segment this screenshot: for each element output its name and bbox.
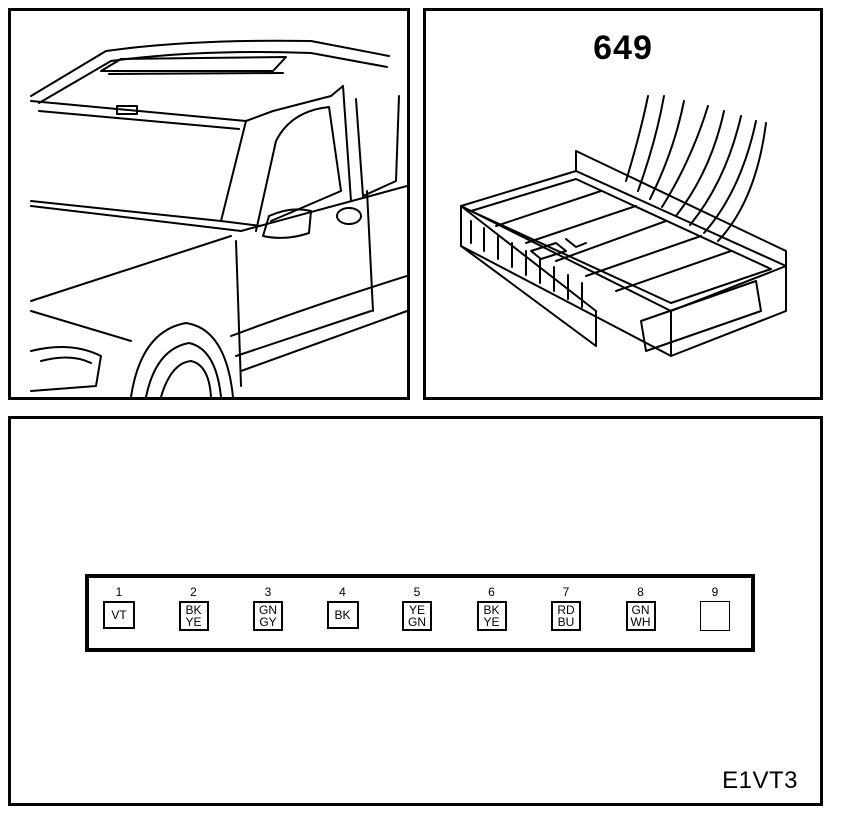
wire-color-label: BK — [483, 603, 500, 617]
car-illustration — [30, 39, 407, 397]
wire-color-label: GN — [259, 603, 277, 617]
connector-panel: 649 — [423, 8, 823, 400]
pin-9: 9 — [690, 586, 740, 636]
wire-color-label: BU — [557, 615, 575, 629]
wire-color-label: YE — [185, 615, 202, 629]
wire-color-label: GN — [408, 615, 426, 629]
pin-wire-color: BK — [326, 601, 359, 629]
wire-color-label: BK — [334, 608, 351, 622]
pin-number: 5 — [413, 585, 421, 599]
car-location-panel — [8, 8, 410, 400]
pin-number: 8 — [637, 585, 644, 599]
pin-wire-color — [700, 601, 730, 631]
pin-number: 4 — [339, 585, 346, 599]
pin-wire-color: VT — [103, 601, 135, 629]
wire-color-label: YE — [483, 615, 500, 629]
wire-color-label: WH — [630, 615, 651, 629]
wire-color-label: BK — [185, 603, 202, 617]
pin-number: 9 — [711, 585, 719, 599]
diagram-code: E1VT3 — [722, 767, 798, 794]
pin-number: 7 — [562, 585, 570, 599]
pin-number: 1 — [115, 585, 123, 599]
wire-color-label: VT — [111, 608, 127, 622]
connector-illustration — [460, 95, 787, 357]
pin-number: 6 — [488, 585, 495, 599]
wire-color-label: GY — [259, 615, 277, 629]
wire-color-label: YE — [408, 603, 425, 617]
wire-color-label: RD — [557, 603, 575, 617]
connector-number: 649 — [593, 29, 653, 67]
wire-color-label: GN — [631, 603, 650, 617]
pin-number: 3 — [264, 585, 272, 599]
pin-number: 2 — [190, 585, 197, 599]
